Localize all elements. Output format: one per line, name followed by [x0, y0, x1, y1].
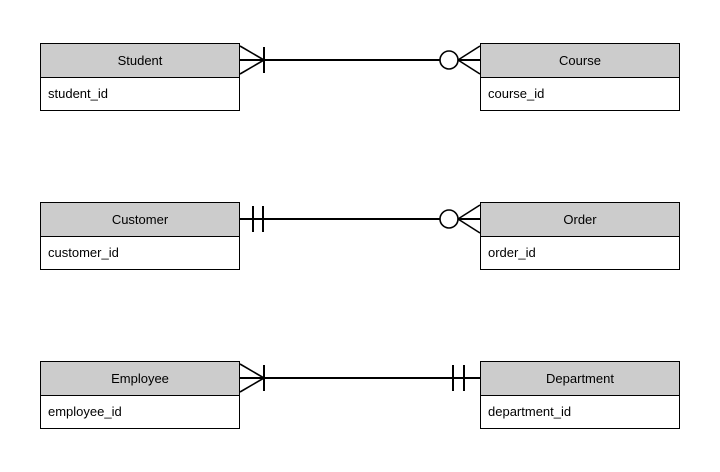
cardinality-zero-or-more-course: [439, 45, 481, 75]
crow-foot-lower: [239, 59, 265, 75]
crow-foot-upper: [457, 45, 481, 61]
relationship-employee-department: [239, 363, 480, 393]
cardinality-exactly-one-department: [452, 365, 465, 391]
cardinality-exactly-one-customer: [252, 206, 264, 232]
entity-attribute-list: employee_id: [41, 396, 239, 428]
crow-foot-lower: [239, 377, 265, 393]
crow-foot-lower: [457, 218, 481, 234]
entity-title: Student: [41, 44, 239, 78]
entity-employee[interactable]: Employee employee_id: [40, 361, 240, 429]
entity-order[interactable]: Order order_id: [480, 202, 680, 270]
relationship-customer-order: [240, 204, 481, 234]
entity-attribute: course_id: [488, 86, 545, 101]
entity-attribute: customer_id: [48, 245, 119, 260]
entity-department[interactable]: Department department_id: [480, 361, 680, 429]
entity-customer[interactable]: Customer customer_id: [40, 202, 240, 270]
entity-title: Order: [481, 203, 679, 237]
entity-attribute-list: student_id: [41, 78, 239, 110]
entity-attribute: employee_id: [48, 404, 122, 419]
crow-foot-upper: [239, 45, 265, 61]
entity-attribute-list: department_id: [481, 396, 679, 428]
entity-student[interactable]: Student student_id: [40, 43, 240, 111]
cardinality-circle-zero: [439, 209, 459, 229]
entity-title: Course: [481, 44, 679, 78]
entity-title: Employee: [41, 362, 239, 396]
entity-title: Customer: [41, 203, 239, 237]
entity-attribute-list: order_id: [481, 237, 679, 269]
relationship-student-course: [239, 45, 481, 75]
crow-foot-upper: [457, 204, 481, 220]
cardinality-one-or-more-employee: [239, 363, 265, 393]
entity-attribute-list: course_id: [481, 78, 679, 110]
entity-attribute-list: customer_id: [41, 237, 239, 269]
entity-course[interactable]: Course course_id: [480, 43, 680, 111]
entity-title: Department: [481, 362, 679, 396]
cardinality-circle-zero: [439, 50, 459, 70]
entity-attribute: student_id: [48, 86, 108, 101]
crow-foot-upper: [239, 363, 265, 379]
cardinality-zero-or-more-order: [439, 204, 481, 234]
entity-attribute: department_id: [488, 404, 572, 419]
crow-foot-lower: [457, 59, 481, 75]
entity-attribute: order_id: [488, 245, 536, 260]
cardinality-one-or-more-student: [239, 45, 265, 75]
